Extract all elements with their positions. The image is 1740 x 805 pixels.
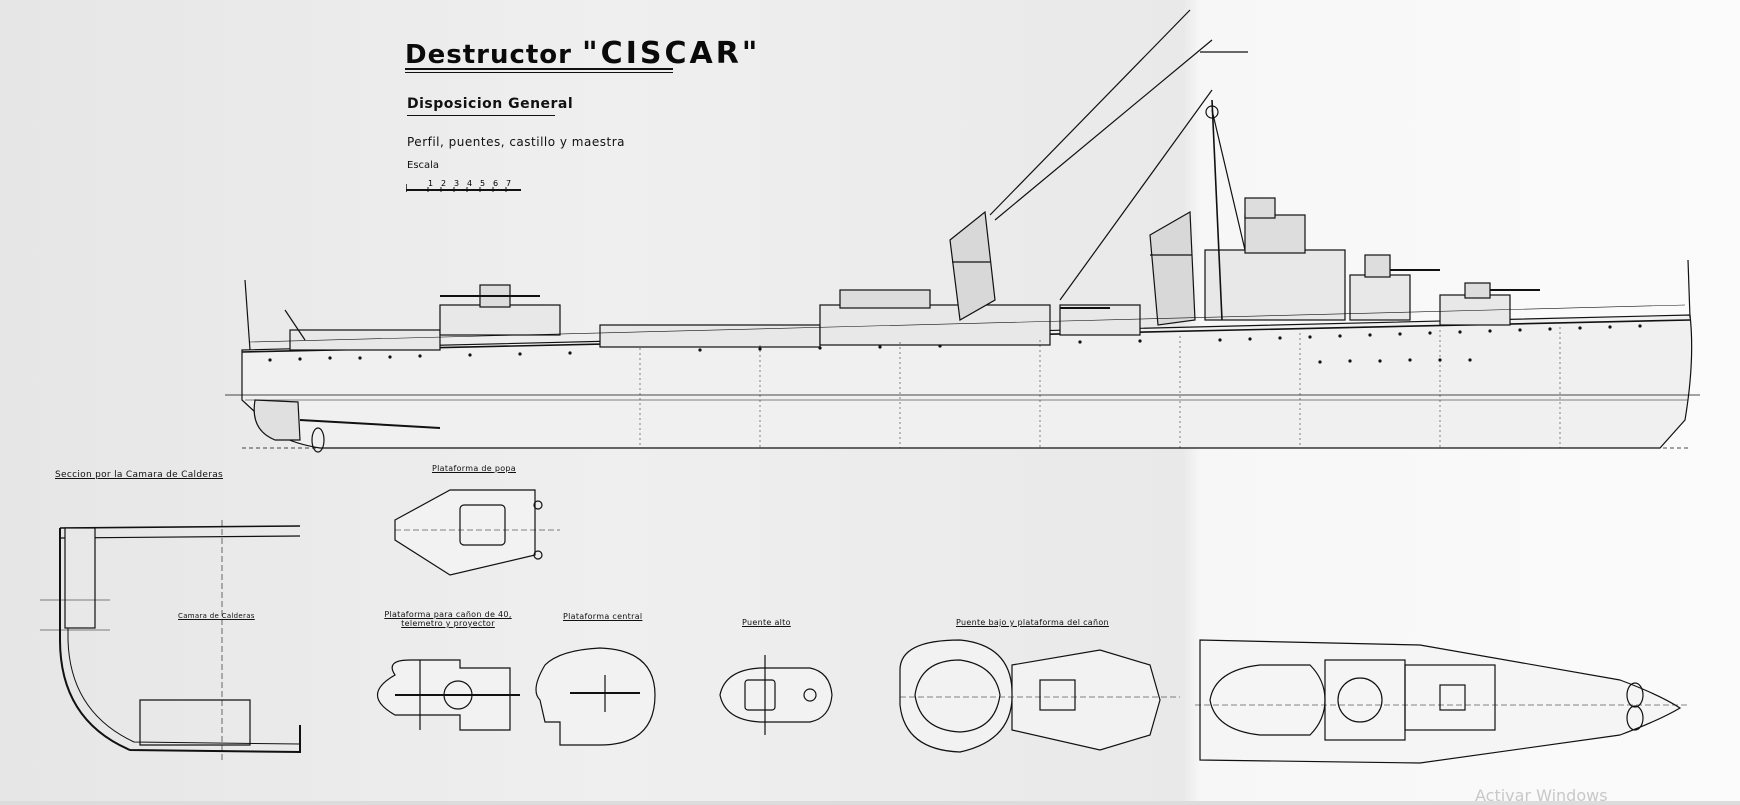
scale-mark: 7	[506, 179, 511, 188]
lower-bridge-view	[899, 639, 1180, 753]
rigging-2	[994, 39, 1213, 221]
gun-platform-view	[377, 659, 520, 731]
scale-mark: 4	[467, 179, 472, 188]
director-tower	[1244, 197, 1276, 219]
section-lower-deck	[59, 535, 301, 539]
label-upper-bridge: Puente alto	[742, 618, 791, 627]
label-gun-platform: Plataforma para cañon de 40, telemetro y…	[384, 610, 512, 628]
scale-mark: 5	[480, 179, 485, 188]
central-platform-outline	[535, 647, 656, 746]
bridge-upper	[1244, 214, 1306, 254]
scale-mark: 6	[493, 179, 498, 188]
ship-name: "CISCAR"	[582, 36, 761, 71]
forecastle-bridge	[1209, 664, 1326, 736]
guardrail	[249, 304, 1686, 343]
searchlight	[443, 680, 473, 710]
fore-gun-shield-1	[1364, 254, 1391, 278]
fore-gun-shield-2	[1464, 282, 1491, 299]
rudder	[253, 399, 301, 441]
stern-gun	[459, 504, 506, 546]
section-main-deck	[59, 525, 301, 529]
lower-bridge-outline	[899, 639, 1013, 753]
drawing-subsubtitle: Perfil, puentes, castillo y maestra	[407, 135, 625, 149]
forecastle-plan-view	[1195, 639, 1690, 764]
mid-gun-mount	[1059, 304, 1141, 336]
aft-deckhouse	[289, 329, 441, 351]
subtitle-underline	[407, 115, 555, 116]
torpedo-mount	[819, 304, 1051, 346]
portholes	[268, 324, 1642, 364]
aft-gun-mount	[439, 304, 561, 336]
label-central-platform: Plataforma central	[563, 612, 643, 621]
propeller-shaft	[299, 419, 441, 429]
title-prefix: Destructor	[405, 40, 572, 70]
os-watermark: Activar Windows	[1475, 786, 1608, 805]
stern-platform-view	[394, 489, 560, 576]
rigging-3	[1059, 89, 1213, 301]
drawing-subtitle: Disposicion General	[407, 96, 574, 112]
title-underline-thin	[405, 72, 673, 73]
aft-funnel	[949, 210, 996, 321]
fore-gun-mount-1	[1349, 274, 1411, 321]
boiler-section-view	[40, 520, 301, 760]
hull-outline	[241, 314, 1693, 449]
aft-davit	[284, 309, 306, 341]
gun-deck-outline	[1011, 649, 1161, 751]
section-hull	[59, 528, 301, 754]
label-boiler-room: Camara de Calderas	[178, 612, 255, 620]
scale-mark: 2	[441, 179, 446, 188]
scale-mark: 1	[428, 179, 433, 188]
deck-line	[241, 319, 1691, 353]
title-underline	[405, 68, 673, 70]
drawing-title: Destructor "CISCAR"	[405, 36, 760, 71]
rigging-1	[989, 9, 1191, 216]
fore-funnel	[1149, 210, 1196, 326]
crows-nest	[1205, 105, 1219, 119]
section-boiler	[139, 699, 251, 746]
mid-deckhouse	[599, 324, 821, 348]
aft-flagstaff	[244, 279, 251, 351]
foremast-strut	[1211, 109, 1246, 251]
jackstaff	[1687, 259, 1691, 319]
scale-label: Escala	[407, 160, 440, 171]
aft-gun-shield	[479, 284, 511, 308]
forecastle-outline	[1199, 639, 1682, 764]
scale-mark: 3	[454, 179, 459, 188]
label-lower-bridge: Puente bajo y plataforma del cañon	[956, 618, 1109, 627]
profile-view	[225, 9, 1700, 453]
propeller	[311, 427, 325, 453]
gun-platform-outline	[377, 659, 511, 731]
frame-stations	[639, 327, 1561, 448]
label-stern-platform: Plataforma de popa	[432, 464, 516, 473]
mid-platform	[839, 289, 931, 309]
central-platform-view	[535, 647, 656, 746]
upper-bridge-outline	[719, 667, 833, 723]
upper-bridge-view	[719, 655, 833, 735]
foremast	[1211, 99, 1223, 321]
bridge-structure	[1204, 249, 1346, 321]
label-boiler-section: Seccion por la Camara de Calderas	[55, 470, 223, 480]
section-deckhouse	[64, 527, 96, 629]
stern-platform-outline	[394, 489, 536, 576]
fore-gun-mount-2	[1439, 294, 1511, 326]
